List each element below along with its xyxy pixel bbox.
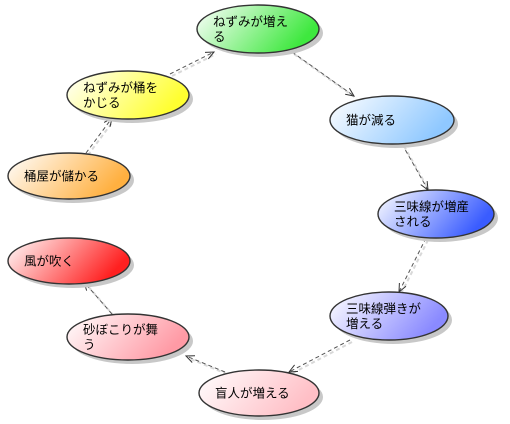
node-ellipse [66, 313, 190, 361]
node-label: 増える [346, 316, 383, 331]
node-label: う [83, 337, 96, 352]
node-ellipse [7, 237, 131, 285]
node-label: 風が吹く [24, 254, 74, 269]
arrowhead-icon [184, 355, 196, 363]
edge-line [291, 51, 355, 97]
edge-nezumi-kajiru-to-nezumi-fueru [169, 51, 217, 77]
arrowhead-icon [287, 364, 299, 373]
node-label: かじる [83, 95, 121, 110]
node-okeya-moukaru[interactable]: 桶屋が儲かる [7, 152, 134, 203]
node-neko-heru[interactable]: 猫が減る [329, 95, 458, 148]
edge-shamisen-fueru-to-shamisen-hiki [398, 237, 429, 295]
edge-line [169, 51, 215, 75]
edge-shamisen-hiki-to-mojin-fueru [287, 339, 353, 375]
arrowhead-icon [204, 51, 216, 60]
node-label: 砂ぼこりが舞 [83, 322, 158, 337]
node-label: 三味線弾きが [346, 301, 422, 316]
edge-line [83, 281, 113, 315]
edge-shadow [87, 119, 115, 156]
edge-neko-heru-to-shamisen-fueru [401, 143, 431, 193]
node-label: 猫が減る [346, 113, 396, 128]
edge-shadow [171, 53, 217, 77]
edge-shadow [85, 283, 115, 317]
node-ellipse [198, 369, 320, 417]
node-kaze-fuku[interactable]: 風が吹く [7, 237, 134, 288]
arrowhead-icon [345, 87, 355, 97]
node-label: される [394, 214, 432, 229]
edge-line [85, 117, 113, 154]
node-label: 盲人が増える [215, 386, 290, 401]
edge-shadow [187, 357, 228, 375]
node-label: 三味線が増産 [394, 199, 469, 214]
node-label: る [213, 29, 226, 44]
edge-okeya-moukaru-to-nezumi-kajiru [85, 117, 115, 156]
node-ellipse [7, 152, 131, 200]
edge-layer [83, 51, 431, 375]
node-mojin-fueru[interactable]: 盲人が増える [198, 369, 323, 420]
edge-mojin-fueru-to-sunabokori [184, 355, 228, 375]
node-label: ねずみが増え [213, 14, 288, 29]
node-ellipse [196, 4, 320, 54]
node-label: 桶屋が儲かる [24, 169, 99, 184]
edge-line [288, 339, 351, 373]
edge-nezumi-fueru-to-neko-heru [291, 51, 357, 99]
edge-line [185, 355, 226, 373]
node-ellipse [329, 95, 455, 145]
edge-shadow [290, 341, 353, 375]
node-label: ねずみが桶を [83, 80, 158, 95]
edge-line [398, 237, 427, 293]
edge-line [401, 143, 429, 191]
node-ellipse [329, 291, 449, 341]
edge-shadow [403, 145, 431, 193]
node-ellipse [377, 189, 495, 239]
edge-shadow [400, 239, 429, 295]
node-ellipse [66, 70, 190, 120]
